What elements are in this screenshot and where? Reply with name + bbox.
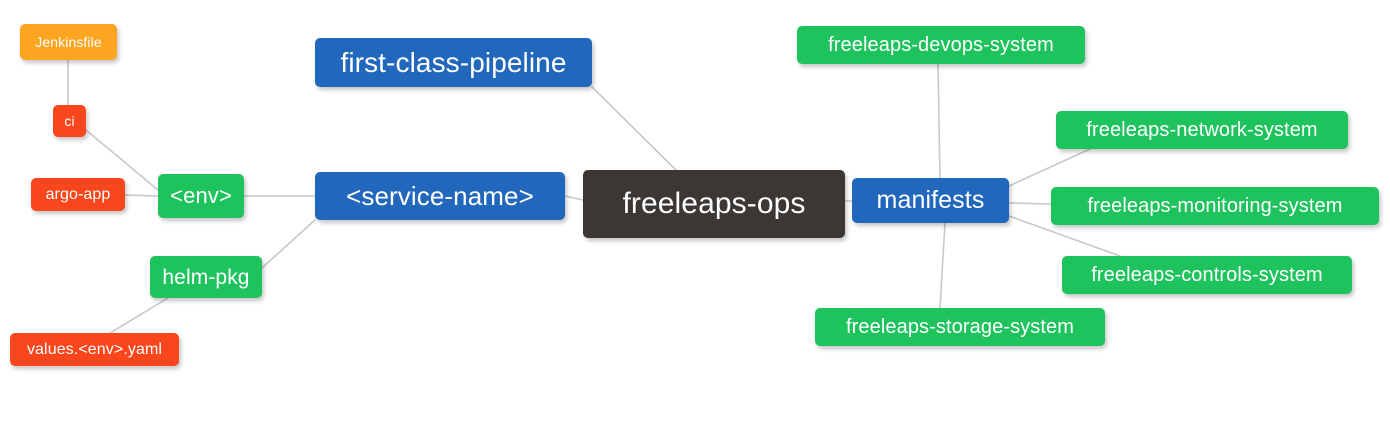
mindmap-node-label: freeleaps-monitoring-system — [1087, 195, 1343, 217]
mindmap-node-values-yaml[interactable]: values.<env>.yaml — [10, 333, 179, 366]
mindmap-node-manifests[interactable]: manifests — [852, 178, 1009, 223]
mindmap-node-first-class-pipeline[interactable]: first-class-pipeline — [315, 38, 592, 87]
edge-helm-pkg-to-values-yaml — [109, 297, 169, 334]
mindmap-node-freeleaps-monitoring-system[interactable]: freeleaps-monitoring-system — [1051, 187, 1379, 225]
mindmap-node-freeleaps-devops-system[interactable]: freeleaps-devops-system — [797, 26, 1085, 64]
edge-first-class-pipeline-to-freeleaps-ops — [591, 86, 677, 171]
mindmap-node-service-name[interactable]: <service-name> — [315, 172, 565, 220]
mindmap-node-label: freeleaps-devops-system — [828, 34, 1054, 56]
mindmap-node-label: freeleaps-ops — [622, 187, 806, 220]
edge-argo-app-to-env — [124, 194, 159, 197]
edge-manifests-to-freeleaps-monitoring-system — [1008, 202, 1052, 205]
mindmap-node-label: first-class-pipeline — [340, 46, 567, 78]
mindmap-node-freeleaps-storage-system[interactable]: freeleaps-storage-system — [815, 308, 1105, 346]
mindmap-node-label: freeleaps-network-system — [1086, 119, 1318, 141]
mindmap-node-jenkinsfile[interactable]: Jenkinsfile — [20, 24, 117, 60]
mindmap-node-label: helm-pkg — [162, 265, 250, 289]
mindmap-node-argo-app[interactable]: argo-app — [31, 178, 125, 211]
mindmap-node-label: <env> — [170, 183, 232, 208]
mindmap-node-helm-pkg[interactable]: helm-pkg — [150, 256, 262, 298]
mindmap-node-label: <service-name> — [346, 181, 534, 211]
mindmap-node-label: ci — [64, 113, 75, 129]
edge-manifests-to-freeleaps-storage-system — [939, 222, 946, 309]
mindmap-node-label: Jenkinsfile — [35, 34, 102, 50]
edge-service-name-to-freeleaps-ops — [564, 195, 584, 201]
edge-manifests-to-freeleaps-devops-system — [937, 63, 941, 179]
mindmap-node-label: manifests — [876, 186, 985, 214]
mindmap-node-freeleaps-network-system[interactable]: freeleaps-network-system — [1056, 111, 1348, 149]
mindmap-node-freeleaps-controls-system[interactable]: freeleaps-controls-system — [1062, 256, 1352, 294]
edge-manifests-to-freeleaps-network-system — [1008, 148, 1091, 187]
mindmap-node-label: values.<env>.yaml — [26, 340, 163, 358]
mindmap-node-label: freeleaps-storage-system — [845, 316, 1075, 338]
mindmap-node-env[interactable]: <env> — [158, 174, 244, 218]
mindmap-node-ci[interactable]: ci — [53, 105, 86, 137]
edge-service-name-to-helm-pkg — [261, 219, 316, 269]
mindmap-node-label: argo-app — [45, 185, 111, 203]
mindmap-node-label: freeleaps-controls-system — [1091, 264, 1323, 286]
mindmap-node-freeleaps-ops[interactable]: freeleaps-ops — [583, 170, 845, 238]
